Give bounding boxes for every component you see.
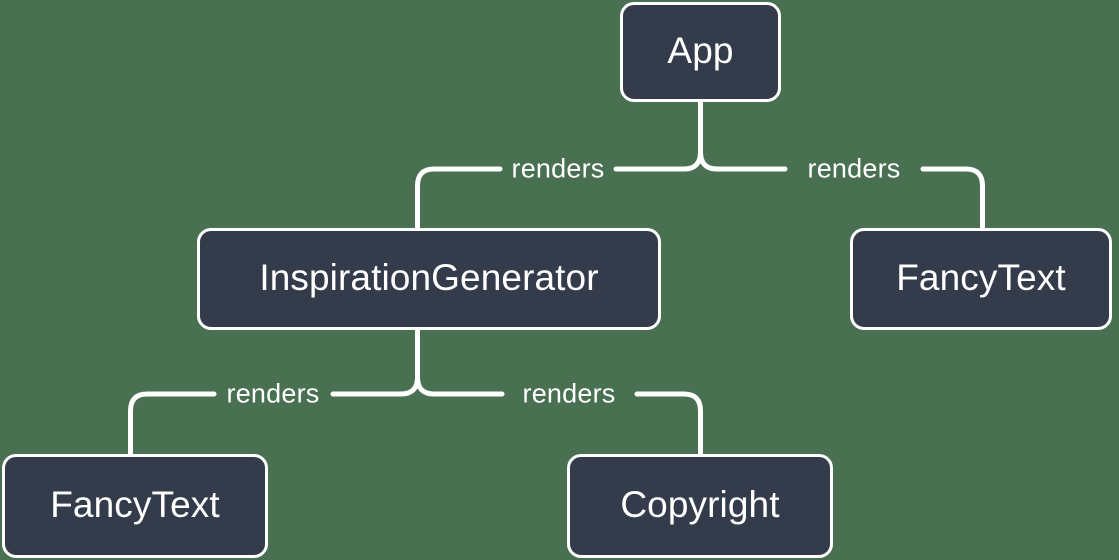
node-fancy-text-right-label: FancyText [896, 257, 1066, 298]
wire-inspgen-to-fancyleft-b [128, 391, 217, 457]
node-fancy-text-right[interactable]: FancyText [850, 228, 1112, 330]
node-fancy-text-left-label: FancyText [50, 484, 220, 525]
edge-label-app-to-inspiration-generator: renders [511, 153, 605, 184]
edge-label-inspiration-generator-to-copyright: renders [522, 378, 616, 409]
node-copyright[interactable]: Copyright [567, 454, 833, 558]
node-inspiration-generator[interactable]: InspirationGenerator [197, 228, 661, 330]
node-inspiration-generator-label: InspirationGenerator [259, 257, 599, 298]
edge-label-app-to-fancy-text: renders [807, 153, 901, 184]
edge-label-inspiration-generator-to-fancy-text: renders [226, 378, 320, 409]
wire-inspgen-to-fancyleft-a [330, 374, 420, 397]
node-fancy-text-left[interactable]: FancyText [2, 454, 268, 558]
wire-app-to-inspgen-b [415, 166, 503, 231]
wire-inspgen-to-copyright-b [634, 391, 703, 457]
node-copyright-label: Copyright [620, 484, 780, 525]
wire-app-to-fancyright-a [698, 149, 788, 172]
node-app[interactable]: App [620, 2, 781, 102]
wire-inspgen-to-copyright-a [415, 374, 505, 397]
node-app-label: App [667, 30, 734, 71]
wire-app-to-fancyright-b [920, 166, 985, 231]
wire-app-to-inspgen-a [613, 149, 703, 172]
